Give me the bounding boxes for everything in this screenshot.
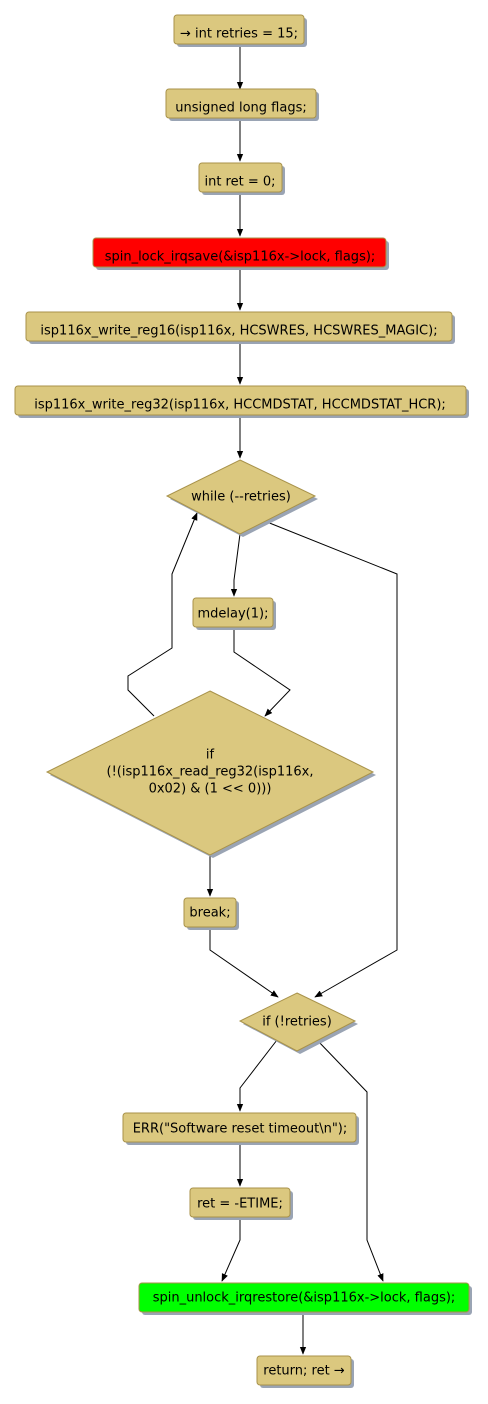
node-spin-lock-label: spin_lock_irqsave(&isp116x->lock, flags)… [105,250,376,265]
node-return[interactable]: return; ret → [256,1355,354,1388]
node-write-reg16[interactable]: isp116x_write_reg16(isp116x, HCSWRES, HC… [25,311,455,344]
node-if-read-line2: (!(isp116x_read_reg32(isp116x, [107,765,314,780]
node-while-retries-label: while (--retries) [191,490,291,505]
edge-break-ifretries [209,930,279,998]
node-write-reg32[interactable]: isp116x_write_reg32(isp116x, HCCMDSTAT, … [14,385,469,418]
node-if-read-reg32[interactable]: if (!(isp116x_read_reg32(isp116x, 0x02) … [45,690,376,858]
node-mdelay[interactable]: mdelay(1); [192,597,276,630]
node-ret-init[interactable]: int ret = 0; [198,162,285,195]
edge-ifretries-err [236,1039,278,1112]
node-start[interactable]: → int retries = 15; [173,14,307,47]
node-if-not-retries[interactable]: if (!retries) [238,992,358,1054]
edge-while-mdelay [230,533,241,597]
node-return-label: return; ret → [263,1364,345,1379]
node-spin-unlock-label: spin_unlock_irqrestore(&isp116x->lock, f… [153,1291,456,1306]
node-write-reg16-label: isp116x_write_reg16(isp116x, HCSWRES, HC… [40,324,437,339]
node-write-reg32-label: isp116x_write_reg32(isp116x, HCCMDSTAT, … [34,398,446,413]
node-spin-unlock[interactable]: spin_unlock_irqrestore(&isp116x->lock, f… [138,1282,472,1315]
node-flags-declaration[interactable]: unsigned long flags; [165,88,319,121]
node-ret-etime[interactable]: ret = -ETIME; [189,1187,293,1220]
node-start-label: → int retries = 15; [180,27,298,42]
node-err-timeout-label: ERR("Software reset timeout\n"); [133,1122,348,1137]
edge-retetime-unlock [221,1218,241,1282]
edge-while-exit [261,519,398,998]
node-if-not-retries-label: if (!retries) [262,1015,332,1030]
node-flags-label: unsigned long flags; [175,101,307,116]
node-if-read-line1: if [206,748,215,763]
node-mdelay-label: mdelay(1); [198,607,269,622]
node-err-timeout[interactable]: ERR("Software reset timeout\n"); [122,1112,359,1145]
nodes: → int retries = 15; unsigned long flags;… [14,14,472,1388]
edge-if-loopback [127,512,198,717]
edge-ifretries-unlock [316,1039,384,1282]
node-spin-lock[interactable]: spin_lock_irqsave(&isp116x->lock, flags)… [92,237,389,270]
node-ret-etime-label: ret = -ETIME; [197,1197,283,1212]
node-while-retries[interactable]: while (--retries) [165,459,318,537]
node-break-label: break; [189,906,230,921]
node-break[interactable]: break; [183,897,239,930]
node-if-read-line3: 0x02) & (1 << 0))) [149,782,272,797]
edges [127,46,398,1355]
node-ret-init-label: int ret = 0; [204,175,275,190]
edge-mdelay-if [233,628,291,717]
